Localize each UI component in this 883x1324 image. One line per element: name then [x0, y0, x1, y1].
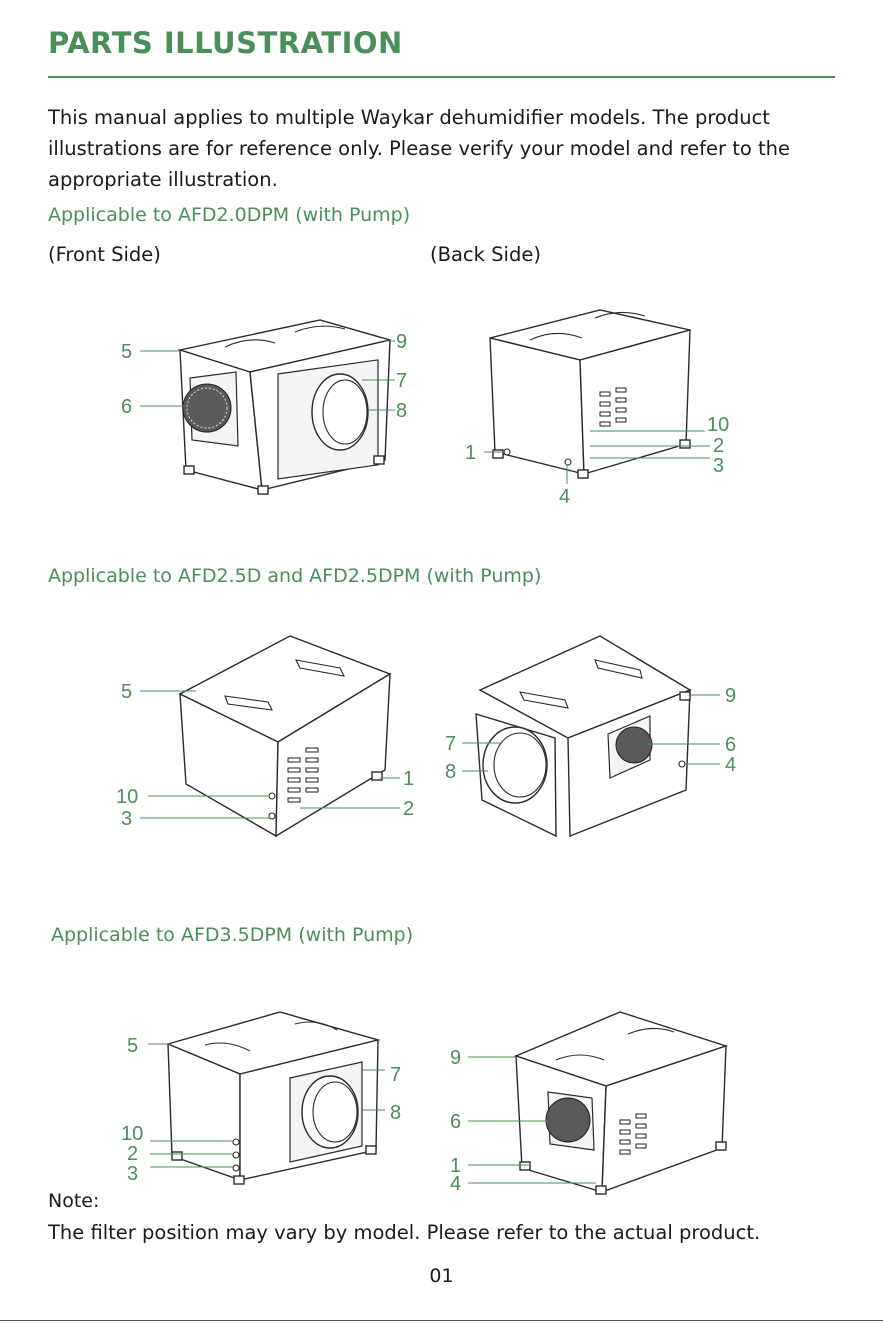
- callout-label: 2: [403, 798, 414, 820]
- callout-label: 6: [450, 1111, 461, 1133]
- unit-2-left-illustration: [178, 635, 392, 838]
- unit-1-back-illustration: [489, 309, 691, 479]
- unit-3-left-illustration: [165, 1011, 381, 1185]
- section-2-heading: Applicable to AFD2.5D and AFD2.5DPM (wit…: [48, 565, 542, 587]
- callout-label: 6: [725, 734, 736, 756]
- front-side-label: (Front Side): [48, 243, 161, 266]
- unit-3-right-callouts: 9 6 1 4: [450, 1047, 596, 1195]
- callout-label: 9: [725, 685, 736, 707]
- note-text: The filter position may vary by model. P…: [48, 1221, 761, 1244]
- unit-2-right-illustration: [475, 635, 692, 838]
- section-1-heading: Applicable to AFD2.0DPM (with Pump): [48, 204, 411, 226]
- callout-label: 7: [396, 370, 407, 392]
- callout-label: 10: [116, 786, 138, 808]
- callout-label: 9: [450, 1047, 461, 1069]
- callout-label: 5: [121, 681, 132, 703]
- callout-label: 2: [713, 435, 724, 457]
- unit-1-front-illustration: [177, 319, 391, 495]
- callout-label: 5: [121, 341, 132, 363]
- note-label: Note:: [48, 1190, 100, 1212]
- footer-divider: [0, 1320, 883, 1321]
- callout-label: 3: [121, 808, 132, 830]
- callout-label: 5: [127, 1035, 138, 1057]
- callout-label: 1: [465, 442, 476, 464]
- section-3-heading: Applicable to AFD3.5DPM (with Pump): [51, 924, 414, 946]
- callout-label: 7: [445, 733, 456, 755]
- callout-label: 10: [707, 414, 729, 436]
- unit-3-right-illustration: [514, 1011, 729, 1195]
- unit-2-right-callouts: 9 7 8 6 4: [445, 685, 736, 783]
- callout-label: 1: [450, 1155, 461, 1177]
- callout-label: 4: [450, 1173, 461, 1195]
- back-side-label: (Back Side): [430, 243, 541, 266]
- callout-label: 3: [127, 1163, 138, 1185]
- unit-2-left-callouts: 5 10 3 1 2: [116, 681, 414, 830]
- unit-1-back-callouts: 10 2 3 1 4: [465, 414, 729, 508]
- unit-3-left-callouts: 5 10 2 3 7 8: [121, 1035, 401, 1185]
- callout-label: 8: [396, 400, 407, 422]
- callout-label: 4: [725, 754, 736, 776]
- callout-label: 8: [445, 761, 456, 783]
- callout-label: 7: [390, 1064, 401, 1086]
- callout-label: 3: [713, 455, 724, 477]
- title-divider: [48, 76, 835, 78]
- callout-label: 4: [559, 486, 570, 508]
- page-number: 01: [429, 1265, 454, 1287]
- callout-label: 2: [127, 1143, 138, 1165]
- callout-label: 10: [121, 1123, 143, 1145]
- callout-label: 8: [390, 1102, 401, 1124]
- intro-paragraph: This manual applies to multiple Waykar d…: [48, 106, 791, 191]
- callout-label: 1: [403, 768, 414, 790]
- page-title: PARTS ILLUSTRATION: [48, 26, 403, 60]
- callout-label: 6: [121, 396, 132, 418]
- callout-label: 9: [396, 331, 407, 353]
- unit-1-front-callouts: 5 6 9 7 8: [121, 331, 407, 422]
